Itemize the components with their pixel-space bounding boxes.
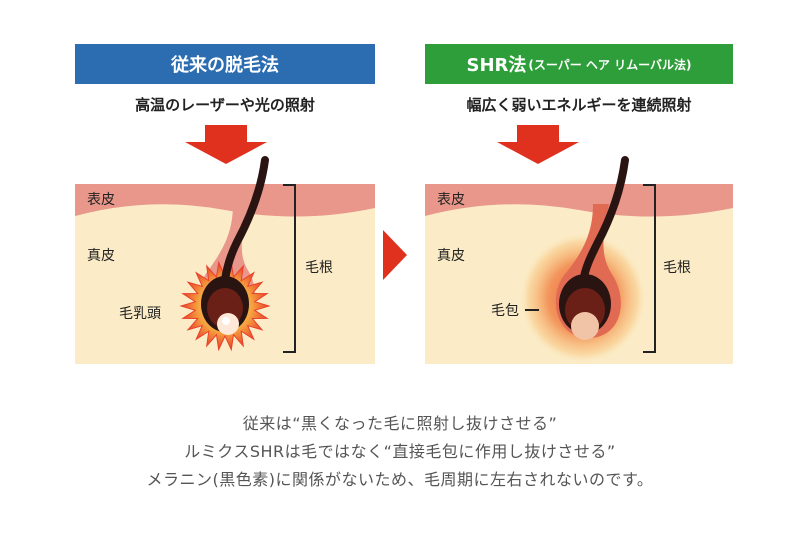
label-dermis: 真皮	[87, 248, 115, 264]
hair-shaft	[221, 156, 269, 284]
header-shr: SHR法 (スーパー ヘア リムーバル法)	[425, 44, 733, 84]
header-shr-sub: (スーパー ヘア リムーバル法)	[528, 57, 692, 72]
label-root: 毛根	[663, 260, 691, 276]
label-epidermis: 表皮	[437, 192, 465, 208]
header-conventional: 従来の脱毛法	[75, 44, 375, 84]
epidermis-layer	[75, 184, 375, 217]
header-shr-label: SHR法	[466, 55, 527, 76]
caption-line-3: メラニン(黒色素)に関係がないため、毛周期に左右されないのです。	[146, 470, 654, 489]
hair-shaft	[579, 156, 629, 286]
label-root: 毛根	[305, 260, 333, 276]
caption-line-2: ルミクスSHRは毛ではなく“直接毛包に作用し抜けさせる”	[184, 442, 616, 461]
header-conventional-label: 従来の脱毛法	[171, 55, 279, 76]
energy-arrow	[497, 125, 579, 164]
laser-arrow	[185, 125, 267, 164]
subcaption-conventional: 高温のレーザーや光の照射	[135, 96, 315, 114]
conventional-diagram: 表皮 真皮 毛根 毛乳頭	[75, 125, 375, 364]
dermal-papilla	[571, 312, 599, 340]
label-dermis: 真皮	[437, 248, 465, 264]
transition-arrow-icon	[383, 230, 407, 280]
caption-line-1: 従来は“黒くなった毛に照射し抜けさせる”	[242, 414, 558, 433]
shr-diagram: 表皮 真皮 毛根 毛包	[425, 125, 733, 364]
root-bracket	[283, 184, 296, 353]
root-bracket	[643, 184, 656, 353]
label-epidermis: 表皮	[87, 192, 115, 208]
subcaption-shr: 幅広く弱いエネルギーを連続照射	[466, 96, 692, 114]
label-follicle: 毛包	[491, 303, 519, 319]
label-papilla: 毛乳頭	[119, 306, 161, 322]
